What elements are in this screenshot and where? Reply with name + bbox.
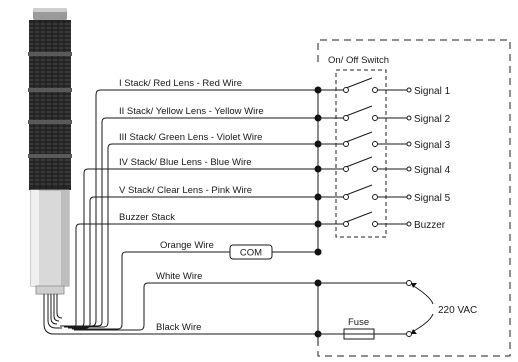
com-label: COM [240, 248, 262, 259]
switch-contacts [318, 77, 412, 227]
wire-label-1: I Stack/ Red Lens - Red Wire [119, 78, 242, 89]
signal-wires [58, 89, 318, 335]
tower-lens-stack [28, 20, 72, 190]
fuse-label: Fuse [348, 317, 369, 328]
signal-4-label: Signal 4 [414, 165, 451, 176]
wire-label-3: III Stack/ Green Lens - Violet Wire [119, 132, 262, 143]
signal-2-label: Signal 2 [414, 114, 451, 125]
black-wire-label: Black Wire [156, 322, 201, 333]
switch-title: On/ Off Switch [328, 55, 389, 66]
buzzer-label: Buzzer [414, 220, 446, 231]
enclosure-boundary [317, 39, 511, 357]
signal-3-label: Signal 3 [414, 140, 451, 151]
wire-label-5: V Stack/ Clear Lens - Pink Wire [119, 185, 252, 196]
signal-5-label: Signal 5 [414, 193, 451, 204]
orange-wire-label: Orange Wire [160, 240, 214, 251]
power-section: Fuse 220 VAC [318, 280, 477, 340]
wire-label-2: II Stack/ Yellow Lens - Yellow Wire [119, 106, 264, 117]
signal-tower [28, 8, 72, 295]
signal-1-label: Signal 1 [414, 86, 451, 97]
white-wire-label: White Wire [156, 271, 202, 282]
on-off-switch-box [335, 69, 387, 238]
wire-label-6: Buzzer Stack [119, 212, 175, 223]
com-terminal: COM [229, 244, 318, 260]
supply-voltage-label: 220 VAC [438, 305, 477, 316]
cable-bundle [43, 294, 63, 335]
wire-label-4: IV Stack/ Blue Lens - Blue Wire [119, 157, 252, 168]
